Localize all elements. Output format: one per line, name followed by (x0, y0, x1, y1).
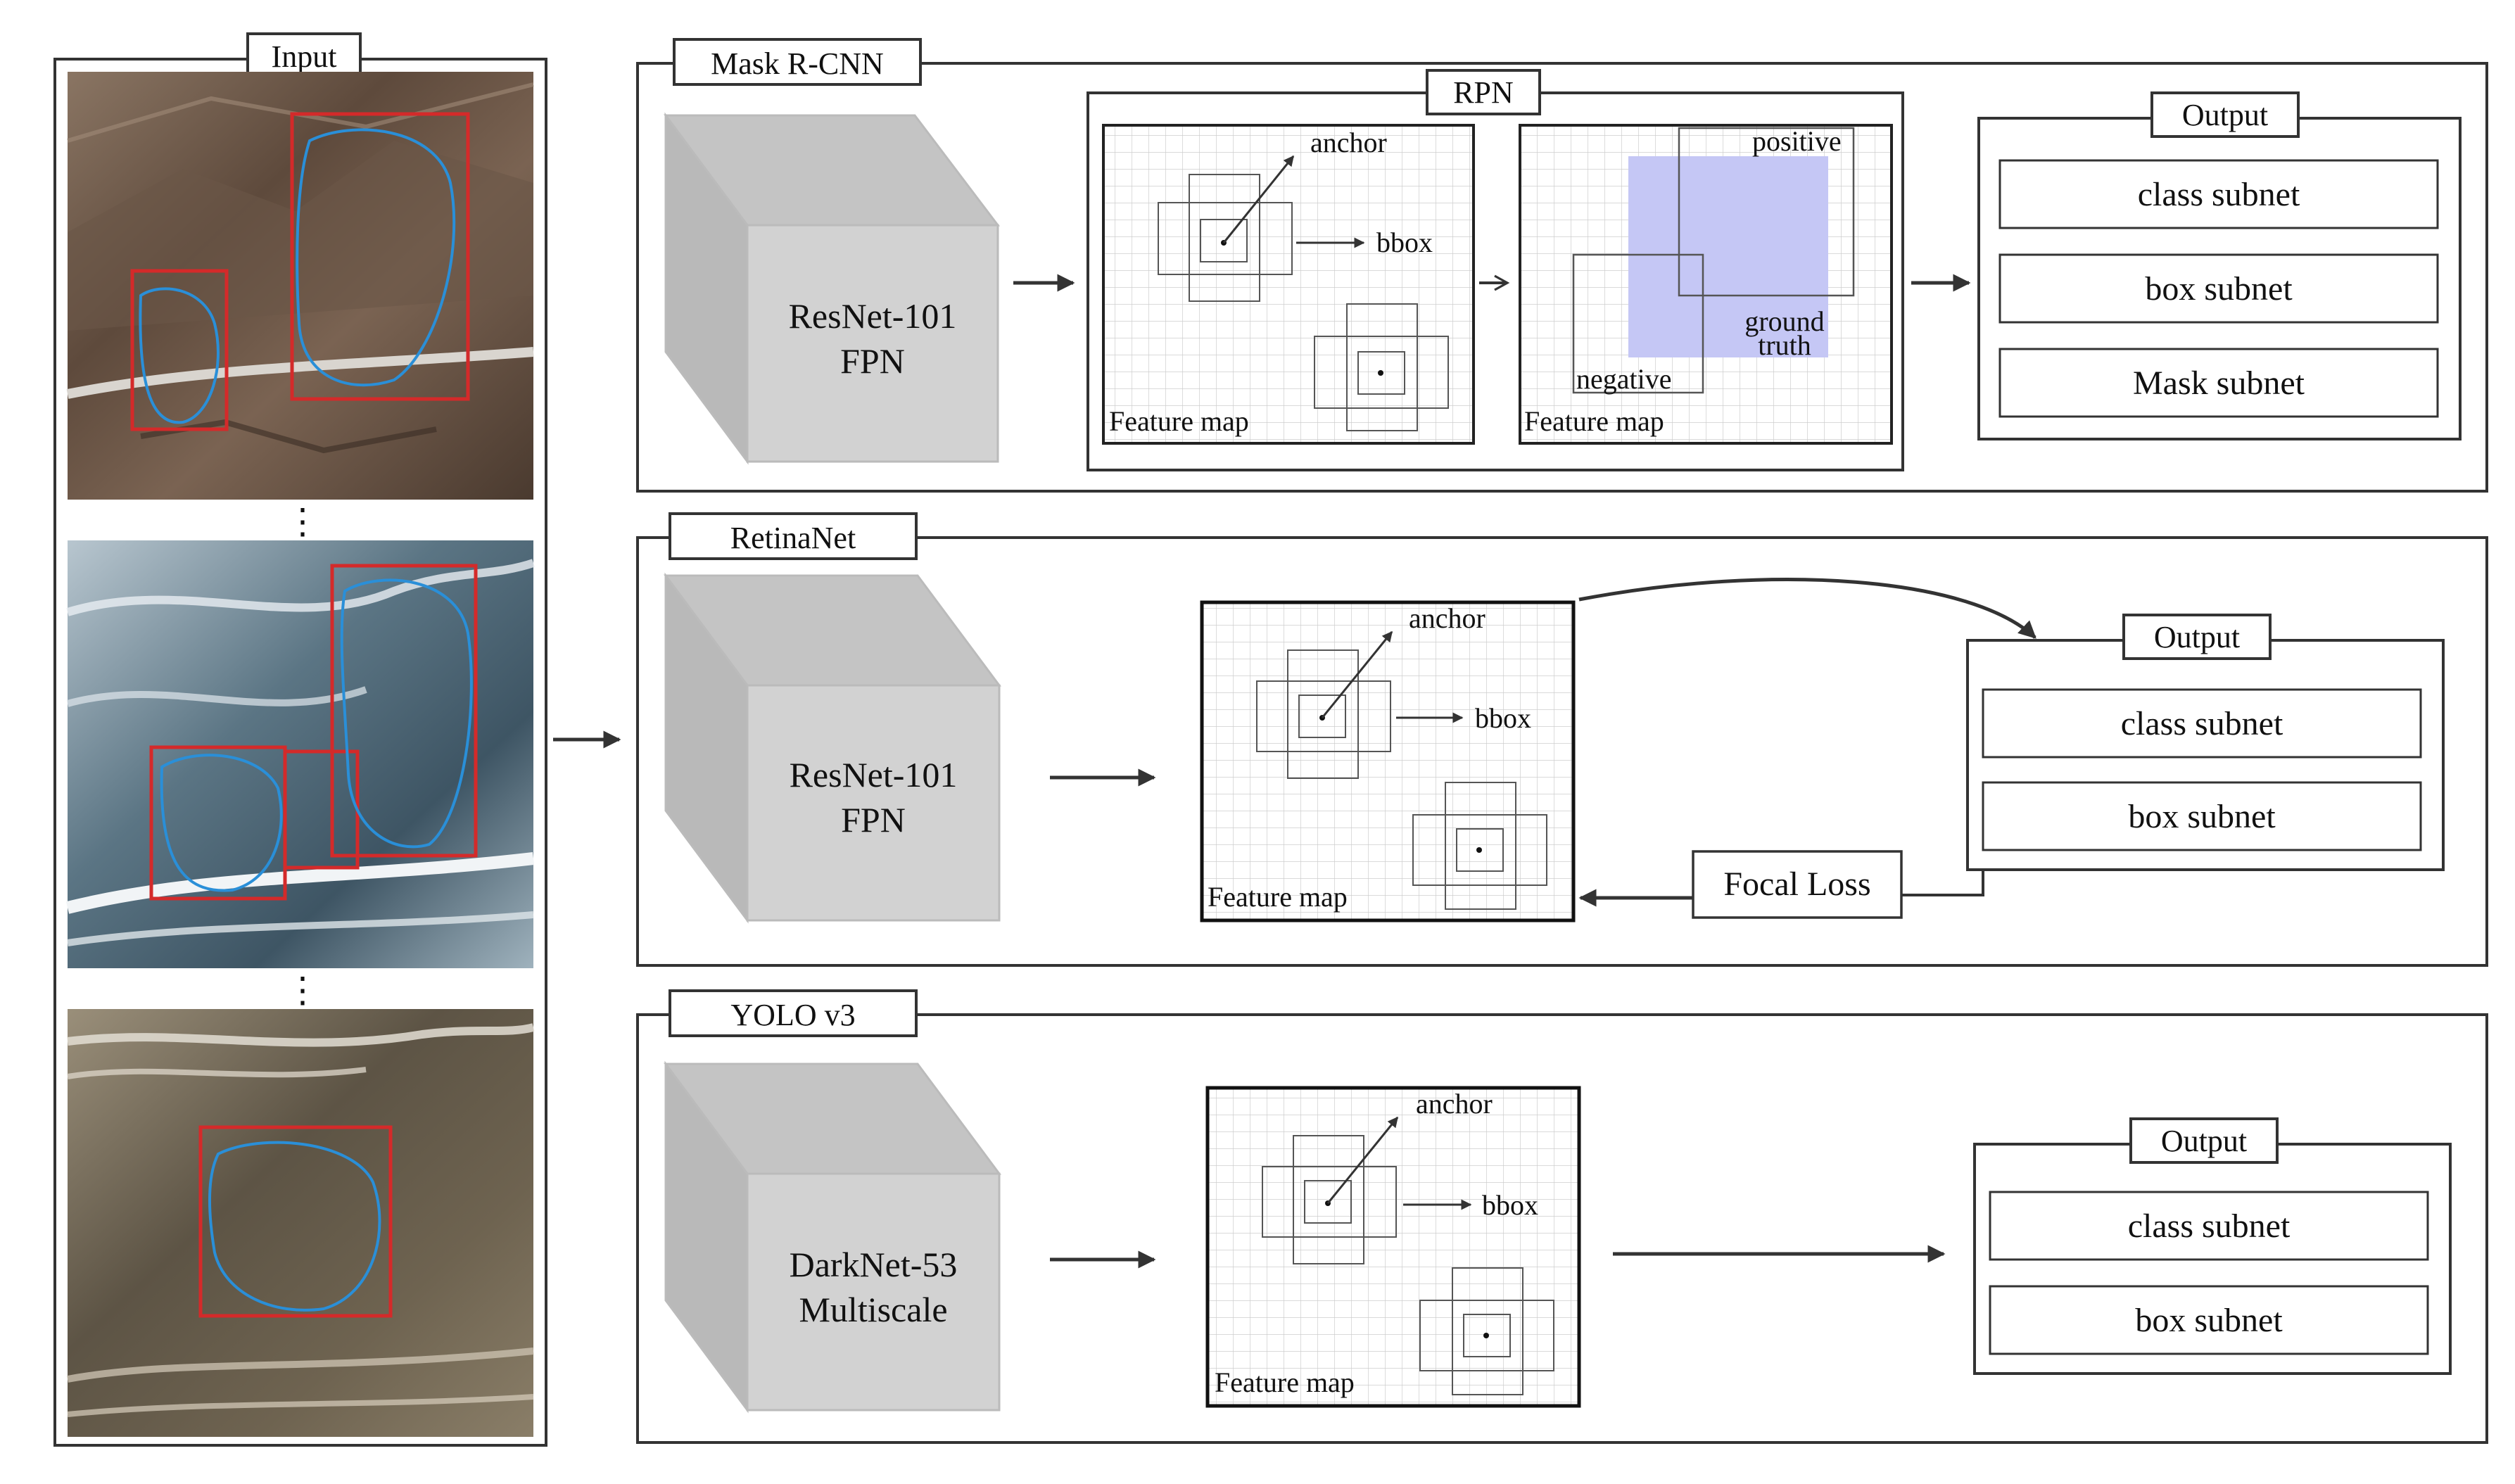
feature-map-label: Feature map (1208, 881, 1348, 913)
ground-label: ground (1744, 305, 1824, 337)
rpn-title: RPN (1453, 75, 1514, 110)
ground-truth-region (1628, 156, 1828, 357)
negative-label: negative (1576, 363, 1672, 395)
ellipsis: ⋮ (285, 970, 320, 1010)
rpn-block: RPN anchor bbox Feature map (1087, 69, 1904, 471)
yolo-output: Output class subnet box subnet (1973, 1117, 2452, 1375)
yolo-v3-panel: YOLO v3 DarkNet-53 Multiscale anchor bbo… (636, 989, 2488, 1444)
retinanet-title: RetinaNet (730, 521, 856, 555)
output-to-focal-loss-line (1901, 870, 1984, 896)
bbox-label: bbox (1376, 227, 1433, 258)
bbox-label: bbox (1482, 1189, 1538, 1221)
mask-rcnn-output: Output class subnet box subnet Mask subn… (1977, 91, 2462, 440)
retinanet-output: Output class subnet box subnet (1966, 614, 2445, 871)
feature-map-label: Feature map (1524, 405, 1664, 437)
mountain-landslide-image-3 (67, 1009, 535, 1437)
mountain-landslide-image-1 (66, 72, 534, 500)
feature-map-anchor: anchor bbox Feature map (1205, 1086, 1581, 1408)
backbone-line-1: ResNet-101 (790, 755, 958, 794)
bbox-label: bbox (1475, 702, 1531, 734)
yolo-v3-title: YOLO v3 (730, 998, 855, 1032)
mask-rcnn-panel: Mask R-CNN ResNet-101 FPN RPN anchor (636, 38, 2488, 493)
focal-loss-label: Focal Loss (1723, 865, 1870, 903)
detection-box (290, 112, 470, 401)
output-title: Output (2182, 98, 2268, 132)
resnet-101-fpn-cube: ResNet-101 FPN (664, 112, 1001, 465)
backbone-line-1: DarkNet-53 (790, 1245, 958, 1284)
mask-rcnn-title: Mask R-CNN (711, 46, 884, 81)
input-panel: Input ⋮ ⋮ (53, 32, 547, 1447)
backbone-line-2: FPN (841, 800, 906, 839)
backbone-line-1: ResNet-101 (789, 296, 957, 336)
retinanet-panel: RetinaNet ResNet-101 FPN anchor bbox Fea… (636, 512, 2488, 967)
map-to-output-curve (1578, 578, 2036, 639)
output-title: Output (2161, 1124, 2247, 1158)
truth-label: truth (1758, 329, 1811, 361)
feature-map-anchor: anchor bbox Feature map (1102, 124, 1475, 445)
box-subnet: box subnet (2135, 1302, 2283, 1339)
backbone-line-2: FPN (840, 341, 905, 381)
detection-box (130, 269, 229, 431)
focal-loss-box: Focal Loss (1692, 850, 1903, 919)
anchor-label: anchor (1409, 602, 1485, 634)
anchor-label: anchor (1310, 127, 1387, 158)
detection-box (330, 564, 478, 858)
box-subnet: box subnet (2145, 270, 2293, 307)
input-title: Input (272, 39, 337, 74)
feature-map-positive-negative: positive ground truth negative Feature m… (1519, 124, 1893, 445)
box-subnet: box subnet (2128, 798, 2276, 835)
class-subnet: class subnet (2128, 1207, 2291, 1245)
backbone-line-2: Multiscale (799, 1290, 947, 1329)
ellipsis: ⋮ (285, 502, 320, 541)
detection-box (198, 1125, 393, 1318)
output-title: Output (2154, 620, 2240, 654)
class-subnet: class subnet (2138, 176, 2300, 213)
class-subnet: class subnet (2121, 705, 2283, 742)
mask-subnet: Mask subnet (2133, 364, 2305, 402)
mountain-landslide-image-2 (65, 540, 535, 968)
feature-map-anchor: anchor bbox Feature map (1200, 600, 1576, 922)
darknet-53-cube: DarkNet-53 Multiscale (664, 1060, 1001, 1414)
anchor-label: anchor (1416, 1088, 1493, 1120)
feature-map-label: Feature map (1215, 1366, 1355, 1398)
resnet-101-fpn-cube: ResNet-101 FPN (664, 572, 1001, 924)
positive-label: positive (1752, 125, 1842, 157)
feature-map-label: Feature map (1109, 405, 1249, 437)
